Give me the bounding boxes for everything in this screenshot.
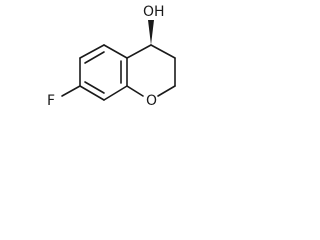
bond-c4a-c5 [103,44,128,59]
bond-c4-c3 [150,44,176,59]
wedge-bond-c4-oh [148,20,154,45]
bond-c7-c8 [79,85,105,101]
bond-c6-c6-inner [84,51,105,64]
bond-c7-c8-inner [84,81,105,94]
bond-c4a-c4 [126,44,152,59]
atom-label-hydroxyl: OH [143,4,165,20]
bond-c8-c8a [103,85,128,101]
bond-c7-f [61,85,81,97]
bond-o1-c8a [126,85,144,97]
bond-c2-o1 [157,85,176,97]
bond-c5-c6 [79,44,105,59]
structure-diagram: F O OH [47,4,176,109]
atom-label-ring-oxygen: O [146,93,157,109]
atom-label-f: F [47,93,55,109]
